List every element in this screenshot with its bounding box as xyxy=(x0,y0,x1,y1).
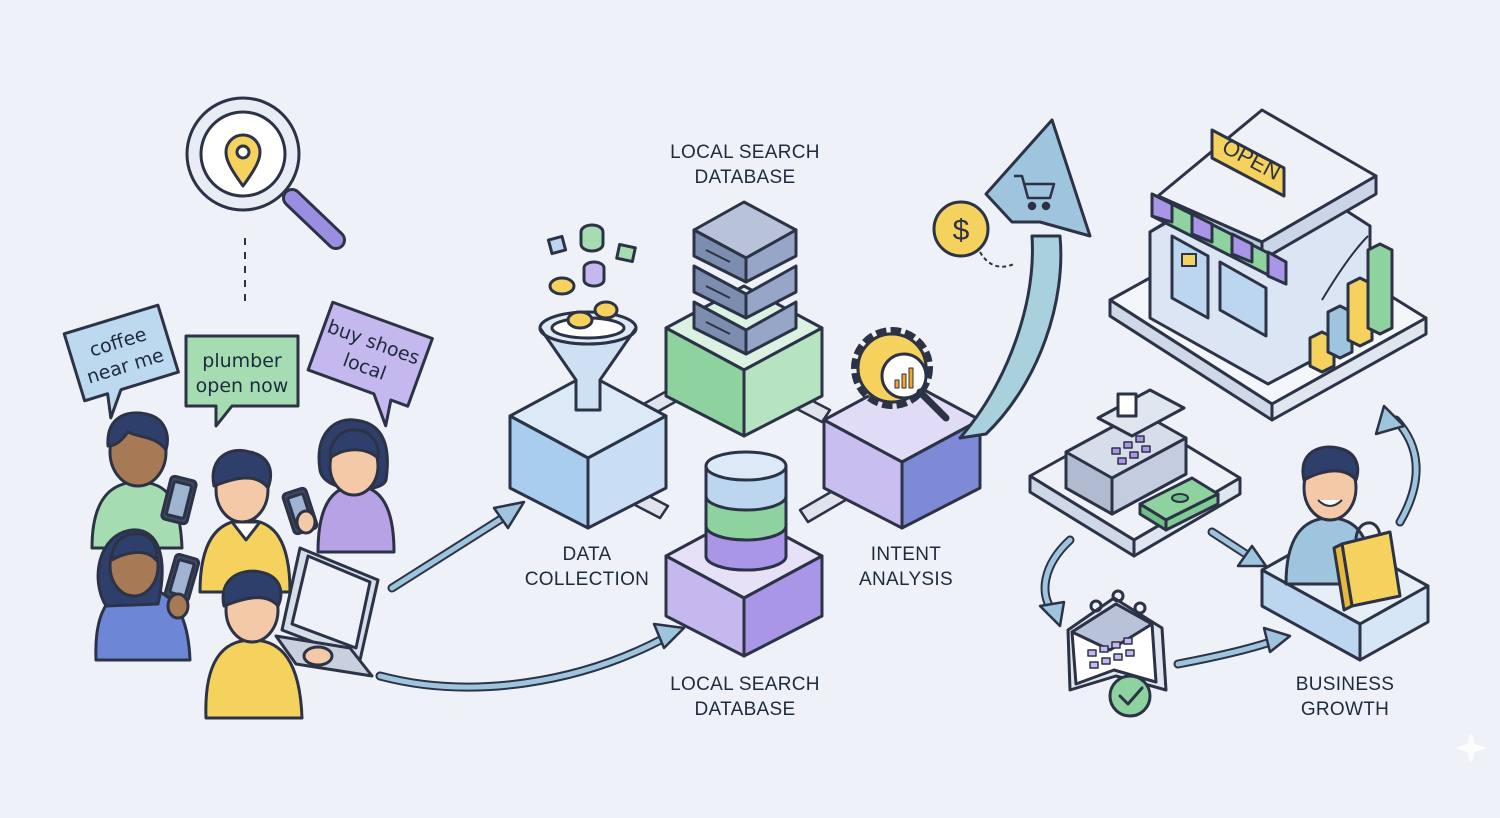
bubble-plumber-line1: plumber xyxy=(202,350,282,372)
label-bottom-database: LOCAL SEARCH DATABASE xyxy=(655,672,835,722)
label-data-collection-line2: COLLECTION xyxy=(524,569,650,590)
person-blue-shirt xyxy=(94,528,201,662)
label-business-growth-line2: GROWTH xyxy=(1300,699,1390,720)
label-business-growth-line1: BUSINESS xyxy=(1295,674,1395,695)
label-bottom-database-line2: DATABASE xyxy=(694,699,796,720)
intent-analysis-block xyxy=(822,327,982,530)
person-green-shirt xyxy=(90,411,198,550)
people-group xyxy=(90,411,396,720)
shopping-cart-icon xyxy=(1014,174,1056,211)
label-intent-analysis: INTENT ANALYSIS xyxy=(836,542,976,592)
bar-chart-icon xyxy=(1308,235,1394,374)
flow-arrows-left xyxy=(375,500,686,692)
speech-bubble-shoes: buy shoes local xyxy=(306,300,434,428)
server-rack-icon xyxy=(692,200,798,356)
bubble-plumber-line2: open now xyxy=(196,375,289,397)
storefront-icon: OPEN xyxy=(1108,108,1428,422)
data-collection-block xyxy=(508,223,668,530)
data-particles xyxy=(546,223,637,330)
growth-arrow xyxy=(958,118,1092,440)
label-business-growth: BUSINESS GROWTH xyxy=(1280,672,1410,722)
cash-register-icon xyxy=(1028,388,1242,558)
gear-analytics-icon xyxy=(851,327,950,422)
label-top-database-line1: LOCAL SEARCH xyxy=(670,142,820,163)
calendar-icon xyxy=(1066,589,1168,692)
location-search-icon xyxy=(185,96,346,250)
label-intent-analysis-line2: ANALYSIS xyxy=(859,569,953,590)
person-with-laptop xyxy=(204,546,380,720)
bottom-database-block xyxy=(664,450,824,658)
label-data-collection: DATA COLLECTION xyxy=(506,542,668,592)
cycle-arrows xyxy=(1038,404,1421,669)
label-intent-analysis-line1: INTENT xyxy=(870,544,942,565)
speech-bubble-plumber: plumber open now xyxy=(184,334,300,428)
label-top-database-line2: DATABASE xyxy=(694,167,796,188)
dollar-coin-icon: $ xyxy=(932,200,1015,268)
dollar-symbol: $ xyxy=(953,214,970,247)
person-purple-shirt xyxy=(281,418,396,554)
check-icon xyxy=(1108,674,1152,718)
label-top-database: LOCAL SEARCH DATABASE xyxy=(655,140,835,190)
label-data-collection-line1: DATA xyxy=(562,544,612,565)
label-bottom-database-line1: LOCAL SEARCH xyxy=(670,674,820,695)
top-database-block xyxy=(664,200,824,438)
shopping-bag-icon xyxy=(1332,521,1402,612)
sparkle-icon xyxy=(1455,732,1487,764)
database-cylinder-icon xyxy=(704,450,788,572)
speech-bubble-coffee: coffee near me xyxy=(62,303,180,420)
